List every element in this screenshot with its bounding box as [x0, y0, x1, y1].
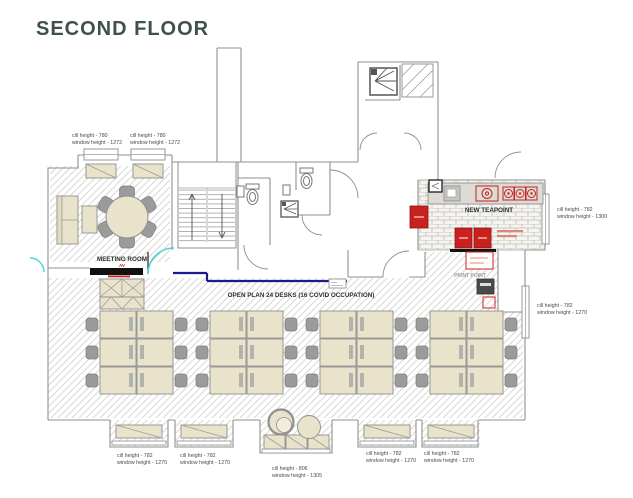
window-label: cill height - 782 window height - 1270	[117, 453, 167, 466]
windows-glazing	[83, 148, 550, 454]
av-wall	[90, 268, 143, 275]
shower-icon	[369, 67, 398, 96]
staircase	[177, 161, 237, 249]
sofa	[56, 195, 79, 245]
svg-text:cill height - 782: cill height - 782	[537, 303, 573, 309]
toilet-icon	[245, 183, 260, 205]
shower-icon	[280, 200, 299, 218]
small-note-mark	[497, 230, 523, 233]
svg-text:window height - 1300: window height - 1300	[557, 214, 607, 220]
meeting-room-door-arc	[147, 247, 175, 275]
svg-text:window height - 1305: window height - 1305	[272, 473, 322, 479]
sink-icon	[443, 185, 461, 202]
svg-text:cill height - 782: cill height - 782	[424, 451, 460, 457]
svg-text:cill height - 780: cill height - 780	[130, 133, 166, 139]
printer-icon	[476, 278, 495, 295]
svg-text:window height - 1270: window height - 1270	[366, 458, 416, 464]
svg-text:window height - 1270: window height - 1270	[424, 458, 474, 464]
svg-text:window height - 1272: window height - 1272	[72, 140, 122, 146]
small-note-mark	[497, 235, 517, 238]
meeting-room-label: MEETING ROOM	[97, 256, 147, 263]
window-label: cill height - 782 window height - 1270	[366, 451, 416, 464]
hob-icon	[502, 186, 538, 201]
meeting-table	[97, 185, 157, 249]
window-label: cill height - 782 window height - 1270	[424, 451, 474, 464]
svg-text:cill height - 782: cill height - 782	[366, 451, 402, 457]
stair-up-arrow	[188, 193, 196, 240]
vent-louvre-icon	[401, 63, 434, 98]
window-label: cill height - 782 window height - 1300	[557, 207, 607, 220]
stair-down-arrow	[218, 194, 226, 239]
signage-box	[328, 278, 347, 289]
top-right-rooms	[359, 63, 522, 179]
teapoint-counter-edge	[450, 249, 496, 252]
svg-text:cill height - 806: cill height - 806	[272, 466, 308, 472]
svg-text:cill height - 782: cill height - 782	[557, 207, 593, 213]
consumer-unit-icon	[428, 179, 443, 193]
svg-text:cill height - 780: cill height - 780	[72, 133, 108, 139]
corridor-door-arc	[29, 257, 45, 273]
svg-text:window height - 1270: window height - 1270	[180, 460, 230, 466]
svg-text:cill height - 782: cill height - 782	[180, 453, 216, 459]
window-label: cill height - 780 window height - 1272	[130, 133, 180, 146]
side-table	[81, 205, 98, 234]
av-label: AV	[119, 263, 126, 268]
print-point-label: PRINT POINT	[454, 273, 486, 279]
svg-text:window height - 1270: window height - 1270	[117, 460, 167, 466]
window-label: cill height - 806 window height - 1305	[272, 466, 322, 479]
basin-icon	[282, 184, 291, 196]
oven-icon	[475, 185, 499, 202]
print-table	[465, 251, 494, 270]
window-cill-units	[85, 163, 475, 450]
doors	[29, 247, 347, 289]
bin-icon	[482, 296, 496, 309]
svg-text:cill height - 782: cill height - 782	[117, 453, 153, 459]
open-plan-label: OPEN PLAN 24 DESKS (16 COVID OCCUPATION)	[228, 292, 375, 299]
svg-text:window height - 1270: window height - 1270	[537, 310, 587, 316]
teapoint-area	[409, 179, 544, 252]
svg-text:window height - 1272: window height - 1272	[130, 140, 180, 146]
window-label: cill height - 780 window height - 1272	[72, 133, 122, 146]
labels: MEETING ROOM AV OPEN PLAN 24 DESKS (16 C…	[72, 133, 607, 479]
window-label: cill height - 782 window height - 1270	[537, 303, 587, 316]
lounge-corner	[267, 408, 321, 439]
window-label: cill height - 782 window height - 1270	[180, 453, 230, 466]
av-marker	[108, 275, 130, 278]
meeting-room	[56, 185, 157, 310]
toilet-icon	[299, 167, 314, 189]
teapoint-label: NEW TEAPOINT	[465, 207, 513, 214]
basin-icon	[236, 185, 245, 198]
coffee-table	[297, 415, 321, 439]
print-point-area	[465, 251, 496, 309]
wc-area	[236, 167, 410, 278]
storage-credenza	[99, 278, 145, 310]
page-title: SECOND FLOOR	[36, 18, 210, 40]
corridor-partition-line	[173, 271, 347, 283]
